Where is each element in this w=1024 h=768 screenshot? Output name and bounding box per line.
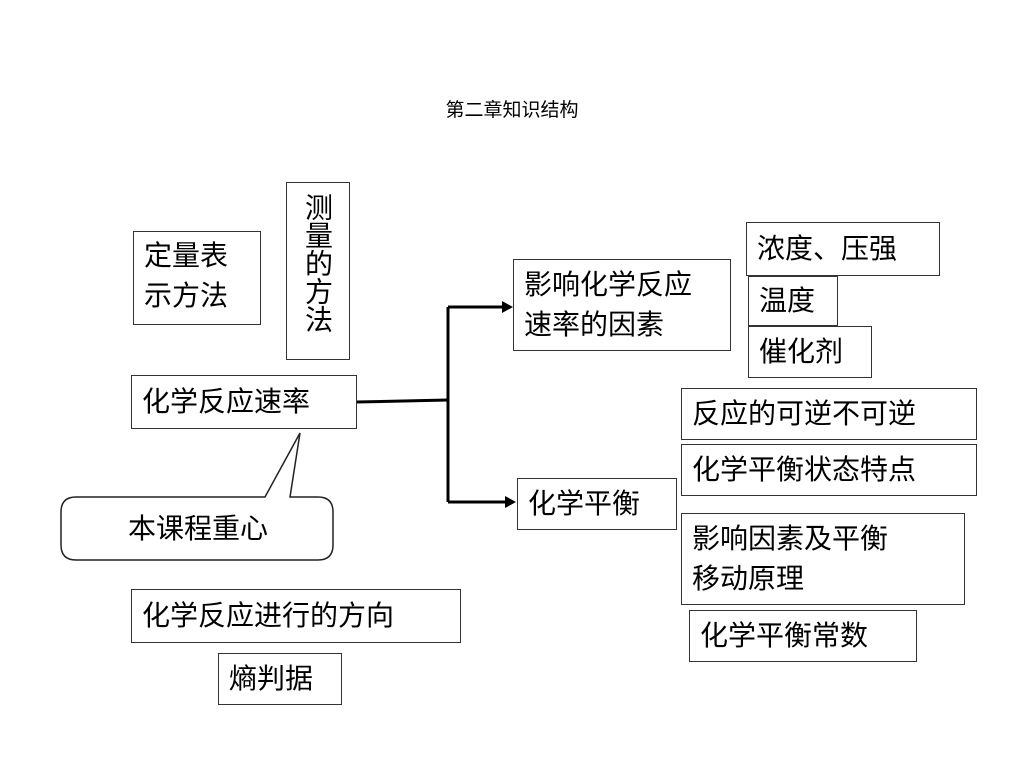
equilibrium-factors-line1: 影响因素及平衡 xyxy=(692,522,889,555)
equilibrium-factors-box: 影响因素及平衡 移动原理 xyxy=(681,513,965,605)
arrowhead-top xyxy=(502,301,513,313)
measurement-method-box: 测量的方法 xyxy=(286,182,350,360)
equilibrium-constant-box: 化学平衡常数 xyxy=(689,610,917,662)
callout-label: 本课程重心 xyxy=(127,512,268,545)
chemical-equilibrium-box: 化学平衡 xyxy=(517,478,677,530)
entropy-criterion-box: 熵判据 xyxy=(218,653,342,705)
rate-factors-line1: 影响化学反应 xyxy=(524,268,693,301)
reaction-rate-box: 化学反应速率 xyxy=(131,375,357,429)
equilibrium-factors-line2: 移动原理 xyxy=(692,562,805,595)
connector-stem xyxy=(356,398,449,404)
reaction-direction-box: 化学反应进行的方向 xyxy=(131,589,461,643)
rate-factors-line2: 速率的因素 xyxy=(524,308,665,341)
rate-factors-box: 影响化学反应 速率的因素 xyxy=(513,259,731,351)
callout-bubble xyxy=(60,432,334,561)
concentration-pressure-box: 浓度、压强 xyxy=(746,222,940,276)
quantitative-method-line2: 示方法 xyxy=(144,279,229,312)
page-title: 第二章知识结构 xyxy=(445,99,579,121)
temperature-box: 温度 xyxy=(748,276,838,326)
catalyst-box: 催化剂 xyxy=(748,326,872,378)
quantitative-method-line1: 定量表 xyxy=(144,239,229,272)
arrowhead-bottom xyxy=(505,496,516,508)
equilibrium-state-box: 化学平衡状态特点 xyxy=(681,444,977,496)
reversibility-box: 反应的可逆不可逆 xyxy=(681,388,977,440)
quantitative-method-box: 定量表 示方法 xyxy=(133,231,261,325)
